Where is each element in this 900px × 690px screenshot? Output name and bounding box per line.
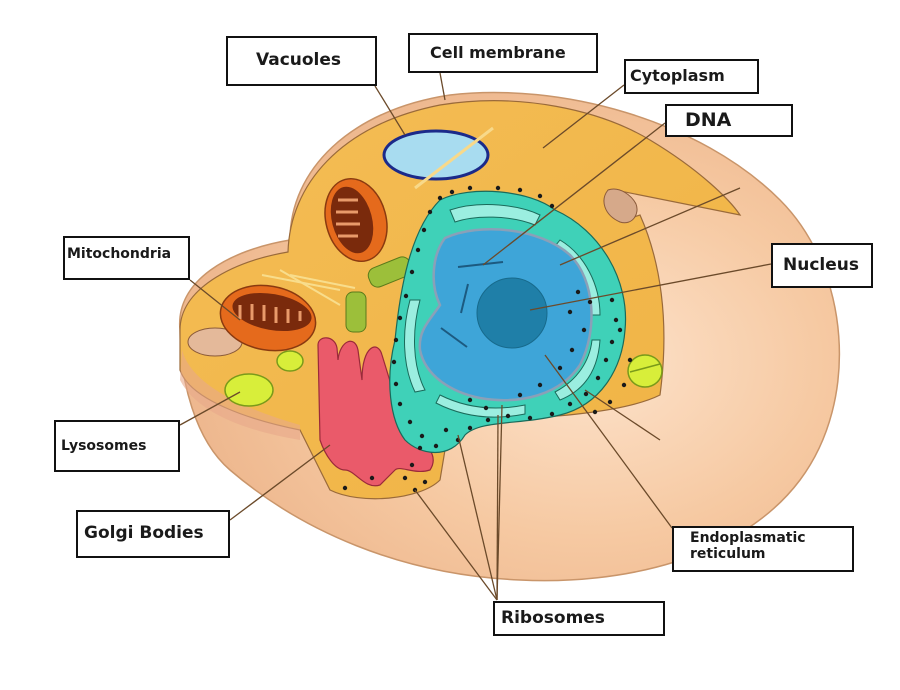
label-golgi-bodies: Golgi Bodies [76, 510, 230, 558]
nucleolus [476, 277, 548, 349]
ribosome-dot [437, 195, 443, 201]
leader-cell-membrane [439, 72, 446, 101]
ribosome-dot [603, 357, 609, 363]
ribosome-dot [369, 475, 375, 481]
leader-nucleolus-extra [559, 187, 741, 266]
ribosome-dot [417, 445, 423, 451]
lysosomes [224, 350, 663, 407]
ribosome-dot [627, 357, 633, 363]
label-er-line1: Endoplasmatic [690, 530, 806, 546]
leader-ribosomes-4 [496, 404, 503, 601]
ribosome-dot [422, 479, 428, 485]
label-mitochondria: Mitochondria [63, 236, 190, 280]
leader-dna [482, 122, 666, 266]
label-lysosomes: Lysosomes [54, 420, 180, 472]
ribosome-dot [391, 359, 397, 365]
ribosome-dot [583, 391, 589, 397]
leader-golgi [229, 444, 331, 521]
label-nucleus: Nucleus [771, 243, 873, 288]
leader-er [544, 354, 673, 529]
ribosome-dot [402, 475, 408, 481]
ribosome-dot [483, 405, 489, 411]
ribosome-dot [527, 415, 533, 421]
ribosome-dot [415, 247, 421, 253]
ribosome-dot [409, 462, 415, 468]
mitochondrion-top [324, 177, 388, 263]
ribosome-dot [393, 337, 399, 343]
ribosome-dot [609, 339, 615, 345]
ribosome-dot [409, 269, 415, 275]
ribosome-dot [393, 381, 399, 387]
label-vacuoles: Vacuoles [226, 36, 377, 86]
ribosome-dot [587, 299, 593, 305]
ribosome-dot [592, 409, 598, 415]
leader-lines [179, 72, 772, 601]
ribosome-dot [537, 193, 543, 199]
ribosome-dot [485, 417, 491, 423]
ribosome-dot [569, 347, 575, 353]
leader-vacuoles [374, 85, 406, 136]
ribosome-dot [495, 185, 501, 191]
ribosome-dot [397, 401, 403, 407]
leader-lysosomes [179, 391, 241, 426]
ribosome-dot [609, 297, 615, 303]
cell-edge-shade [180, 350, 300, 440]
dna-strands [440, 261, 504, 348]
ribosome-dot [403, 293, 409, 299]
ribosome-dot [419, 433, 425, 439]
leader-mitochondria [189, 279, 241, 321]
label-er-line2: reticulum [690, 546, 766, 563]
ribosome-dot [575, 289, 581, 295]
ribosomes [342, 185, 633, 493]
ribosome-dot [467, 397, 473, 403]
leader-nucleus [529, 263, 772, 311]
ribosome-dot [427, 209, 433, 215]
ribosome-dot [557, 365, 563, 371]
ribosome-dot [537, 382, 543, 388]
ribosome-dot [517, 392, 523, 398]
ribosome-dot [421, 227, 427, 233]
leader-ribosomes-2 [457, 434, 498, 601]
label-dna: DNA [665, 104, 793, 137]
ribosome-dot [407, 419, 413, 425]
microtubules [261, 269, 356, 306]
label-endoplasmic-reticulum: Endoplasmatic reticulum [672, 526, 854, 572]
ribosome-dot [449, 189, 455, 195]
ribosome-dot [549, 411, 555, 417]
ribosome-dot [549, 203, 555, 209]
ribosome-dot [397, 315, 403, 321]
membrane-indent [603, 188, 638, 224]
label-cytoplasm: Cytoplasm [624, 59, 759, 94]
leader-er-extra [584, 389, 661, 441]
leader-cytoplasm [542, 84, 625, 149]
label-ribosomes: Ribosomes [493, 601, 665, 636]
ribosome-dot [567, 309, 573, 315]
microfilament [414, 126, 494, 190]
ribosome-dot [567, 401, 573, 407]
ribosome-dot [617, 327, 623, 333]
ribosome-dot [621, 382, 627, 388]
label-cell-membrane: Cell membrane [408, 33, 598, 73]
ribosome-dot [581, 327, 587, 333]
ribosome-dot [613, 317, 619, 323]
ribosome-dot [595, 375, 601, 381]
vacuole [382, 129, 490, 181]
ribosome-dot [505, 413, 511, 419]
ribosome-dot [517, 187, 523, 193]
ribosome-dot [433, 443, 439, 449]
ribosome-dot [342, 485, 348, 491]
mitochondrion-left [219, 284, 317, 352]
leader-ribosomes-1 [414, 489, 498, 601]
ribosome-dot [467, 425, 473, 431]
ribosome-dot [607, 399, 613, 405]
ribosome-dot [467, 185, 473, 191]
ribosome-dot [443, 427, 449, 433]
